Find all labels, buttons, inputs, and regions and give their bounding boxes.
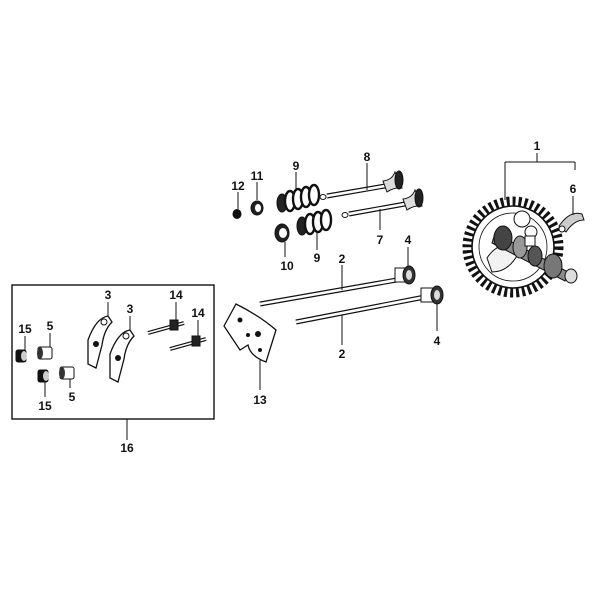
callout-7: 7 bbox=[377, 233, 384, 247]
pivot-nut-lower bbox=[59, 366, 75, 380]
tappet-lower bbox=[420, 285, 444, 305]
callout-14-lower: 14 bbox=[191, 306, 205, 320]
callout-9-upper: 9 bbox=[293, 159, 300, 173]
callout-5-lower: 5 bbox=[69, 390, 76, 404]
valve-spring-lower bbox=[296, 208, 333, 236]
callout-2-lower: 2 bbox=[339, 347, 346, 361]
pushrod-upper bbox=[259, 275, 409, 307]
callout-12: 12 bbox=[231, 179, 245, 193]
callout-1: 1 bbox=[534, 139, 541, 153]
plate-13 bbox=[223, 303, 277, 363]
callout-6: 6 bbox=[570, 182, 577, 196]
callout-14-upper: 14 bbox=[169, 288, 183, 302]
retainer-10 bbox=[274, 223, 290, 243]
lock-nut-upper bbox=[15, 349, 27, 363]
callout-9-lower: 9 bbox=[314, 251, 321, 265]
pushrod-lower bbox=[295, 293, 431, 325]
callout-13: 13 bbox=[253, 393, 267, 407]
rocker-arm-left bbox=[87, 315, 113, 369]
valve-8 bbox=[319, 170, 404, 200]
callout-3-left: 3 bbox=[105, 288, 112, 302]
callout-11: 11 bbox=[251, 169, 264, 183]
pivot-nut-upper bbox=[37, 346, 53, 360]
callout-15-upper: 15 bbox=[18, 322, 32, 336]
valve-7 bbox=[341, 188, 424, 218]
callout-8: 8 bbox=[364, 150, 371, 164]
callout-16: 16 bbox=[120, 441, 134, 455]
callout-4-upper: 4 bbox=[405, 233, 412, 247]
lock-nut-lower bbox=[37, 369, 49, 383]
leader-lines bbox=[24, 153, 576, 440]
tappet-upper bbox=[394, 265, 416, 285]
valve-spring-upper bbox=[276, 183, 321, 213]
rocker-stud-upper bbox=[147, 319, 185, 335]
callout-15-lower: 15 bbox=[38, 399, 52, 413]
callout-5-upper: 5 bbox=[47, 319, 54, 333]
seal-11 bbox=[250, 200, 264, 216]
rocker-arm-right bbox=[109, 329, 135, 383]
kit-box-16 bbox=[11, 284, 215, 420]
callout-10: 10 bbox=[280, 259, 294, 273]
callout-labels: 1 6 8 7 9 9 10 11 12 4 4 2 2 13 3 3 14 1… bbox=[18, 139, 576, 455]
camshaft bbox=[491, 225, 578, 284]
callout-4-lower: 4 bbox=[434, 334, 441, 348]
callout-3-right: 3 bbox=[127, 302, 134, 316]
spring-6 bbox=[558, 212, 585, 233]
collet-12 bbox=[232, 209, 242, 219]
rocker-stud-lower bbox=[169, 335, 207, 351]
callout-2-upper: 2 bbox=[339, 252, 346, 266]
